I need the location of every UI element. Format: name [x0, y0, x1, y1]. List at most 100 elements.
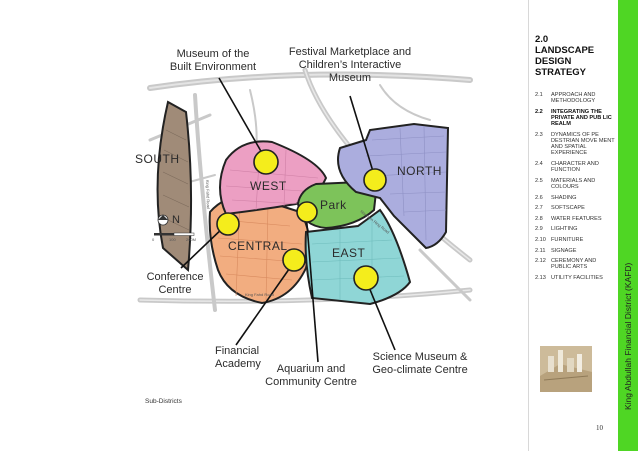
toc-item-label: CHARACTER AND FUNCTION: [551, 161, 599, 174]
zone-north: [337, 122, 450, 250]
toc-item-number: 2.6: [535, 194, 543, 201]
zone-south-shape: [156, 100, 193, 273]
toc-item-number: 2.13: [535, 274, 546, 281]
callout-aquarium: Aquarium and Community Centre: [265, 363, 357, 388]
toc-item[interactable]: 2.3 DYNAMICS OF PE DESTRIAN MOVE MENT AND…: [535, 132, 617, 157]
scale-seg-1: [154, 233, 174, 236]
sub-districts-map: SOUTH WEST CENTRAL Park EAST NORTH King …: [135, 46, 473, 388]
zone-south: [156, 100, 193, 273]
thumbnail-tower-3: [567, 358, 574, 372]
toc-item-label: APPROACH AND METHODOLOGY: [551, 92, 596, 105]
callout-aquarium-line2: Community Centre: [265, 376, 357, 388]
toc-item-number: 2.5: [535, 177, 543, 184]
zone-west: [219, 140, 328, 216]
toc-item-number: 2.11: [535, 247, 546, 254]
toc-item-label: FURNITURE: [551, 236, 584, 243]
callout-museum-built-line2: Built Environment: [170, 61, 256, 73]
toc-item[interactable]: 2.2 INTEGRATING THE PRIVATE AND PUB LIC R…: [535, 109, 617, 128]
section-number: 2.0: [535, 34, 549, 45]
callout-museum-built: Museum of the Built Environment: [170, 48, 256, 73]
scale-start: 0: [152, 237, 155, 242]
toc-item-number: 2.1: [535, 92, 543, 98]
toc-item[interactable]: 2.1 APPROACH AND METHODOLOGY: [535, 92, 617, 104]
callout-conference: Conference Centre: [147, 271, 204, 296]
callout-conference-line2: Centre: [158, 284, 191, 296]
marker-financial: [282, 248, 306, 272]
scale-end: 200M: [186, 237, 196, 242]
map-caption: Sub-Districts: [145, 398, 182, 405]
callout-financial-line2: Academy: [215, 358, 261, 370]
toc-item[interactable]: 2.6 SHADING: [535, 195, 617, 201]
toc-item[interactable]: 2.7 SOFTSCAPE: [535, 205, 617, 211]
toc-item-label: WATER FEATURES: [551, 215, 602, 222]
toc-item-label: SIGNAGE: [551, 247, 577, 254]
callout-science: Science Museum & Geo-climate Centre: [372, 351, 468, 376]
marker-museum-built: [253, 149, 279, 175]
marker-science: [353, 265, 379, 291]
facility-markers: [216, 149, 387, 291]
callout-festival: Festival Marketplace and Children’s Inte…: [289, 46, 411, 84]
callout-aquarium-line1: Aquarium and: [277, 363, 346, 375]
line-festival: [349, 95, 376, 179]
toc-item-label: SHADING: [551, 194, 577, 201]
accent-sidebar: [618, 0, 638, 451]
toc-item-number: 2.8: [535, 215, 543, 222]
toc-item-label: UTILITY FACILITIES: [551, 274, 603, 281]
toc-item-number: 2.10: [535, 236, 546, 243]
toc-item-number: 2.2: [535, 108, 543, 115]
callout-museum-built-line1: Museum of the: [177, 48, 250, 60]
document-vertical-title: King Abdullah Financial District (KAFD): [623, 262, 633, 410]
callout-financial: Financial Academy: [215, 345, 261, 370]
toc-item[interactable]: 2.5 MATERIALS AND COLOURS: [535, 178, 617, 190]
callout-lines: [180, 77, 396, 363]
zone-central-texture: [217, 199, 303, 301]
scale-seg-2: [173, 232, 195, 236]
zone-label-north: NORTH: [397, 164, 442, 178]
toc-item-number: 2.7: [535, 205, 543, 212]
toc-item-label: MATERIALS AND COLOURS: [551, 177, 596, 190]
marker-festival: [363, 168, 387, 192]
callout-festival-line1: Festival Marketplace and: [289, 46, 411, 58]
toc-item-label: CEREMONY AND PUBLIC ARTS: [551, 258, 597, 271]
zone-label-west: WEST: [250, 179, 287, 193]
line-museum-built: [218, 77, 267, 161]
line-conference: [180, 224, 227, 269]
scale-mid: 100: [169, 237, 176, 242]
marker-aquarium: [296, 201, 318, 223]
line-aquarium: [305, 211, 319, 363]
callout-festival-line3: Museum: [329, 72, 371, 84]
zone-north-shape: [337, 122, 450, 250]
scale-bar: 0 100 200M: [152, 232, 196, 242]
zone-label-park: Park: [320, 198, 347, 212]
road-label-king-fahd: King Fahd Road: [245, 292, 274, 297]
callout-festival-line2: Children’s Interactive: [299, 59, 402, 71]
zone-label-central: CENTRAL: [228, 239, 288, 253]
section-heading: 2.0 LANDSCAPE DESIGN STRATEGY: [535, 34, 615, 78]
zone-label-east: EAST: [332, 246, 366, 260]
thumbnail-tower-1: [548, 356, 554, 372]
toc-item-label: SOFTSCAPE: [551, 205, 585, 212]
section-title: LANDSCAPE DESIGN STRATEGY: [535, 45, 595, 78]
toc-item[interactable]: 2.11 SIGNAGE: [535, 248, 617, 254]
thumbnail-tower-2: [558, 350, 563, 372]
thumbnail-road: [543, 375, 589, 381]
road-label-west: King Fahd Road: [205, 180, 211, 209]
toc-item[interactable]: 2.10 FURNITURE: [535, 237, 617, 243]
marker-conference: [216, 212, 240, 236]
toc-item[interactable]: 2.8 WATER FEATURES: [535, 216, 617, 222]
toc-item-number: 2.9: [535, 226, 543, 233]
thumbnail-tower-4: [577, 354, 582, 372]
toc-item-label: INTEGRATING THE PRIVATE AND PUB LIC REAL…: [551, 108, 612, 128]
zone-west-texture: [225, 145, 319, 211]
callout-science-line1: Science Museum &: [373, 351, 468, 363]
north-arrow: N: [157, 214, 180, 226]
callout-science-line2: Geo-climate Centre: [372, 364, 467, 376]
line-financial: [235, 261, 295, 346]
toc-item-label: DYNAMICS OF PE DESTRIAN MOVE MENT AND SP…: [551, 131, 615, 157]
toc-item[interactable]: 2.13 UTILITY FACILITIES: [535, 275, 617, 281]
compass-arrow-icon: [158, 215, 168, 220]
toc-item-number: 2.3: [535, 131, 543, 138]
